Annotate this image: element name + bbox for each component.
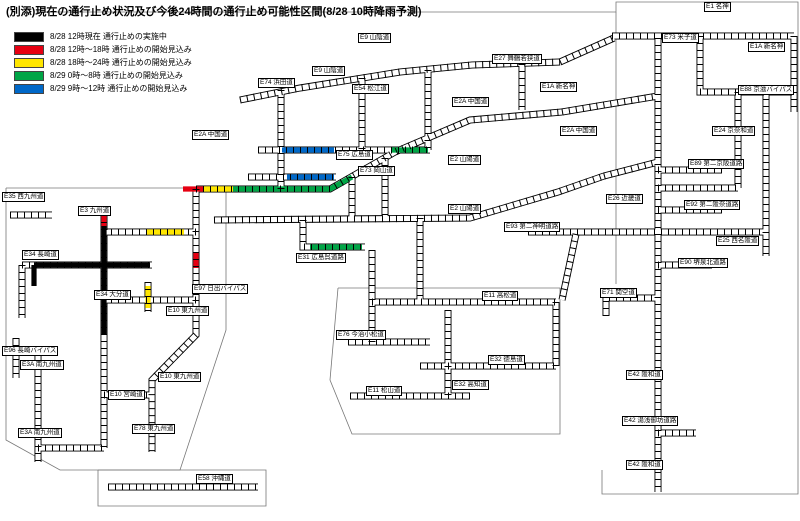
legend-row: 8/28 18時～24時 通行止めの開始見込み	[14, 56, 192, 69]
legend-swatch-blue	[14, 83, 44, 94]
route-outline-kanku-do	[602, 294, 658, 316]
legend-row: 8/29 0時～8時 通行止めの開始見込み	[14, 69, 192, 82]
page-title: (別添)現在の通行止め状況及び今後24時間の通行止め可能性区間(8/28 10時…	[6, 6, 422, 18]
route-fill-chugoku-kansai	[561, 93, 659, 115]
route-ticks-awaji-link	[558, 233, 580, 301]
closure-legend: 8/28 12時現在 通行止めの実施中 8/28 12時～18時 通行止めの開始見…	[14, 30, 192, 95]
legend-label: 8/29 0時～8時 通行止めの開始見込み	[50, 71, 183, 80]
route-fill-higashikyushu-s	[149, 300, 199, 452]
legend-label: 8/29 9時～12時 通行止めの開始見込み	[50, 84, 188, 93]
route-fill-awaji-link	[559, 233, 579, 301]
legend-row: 8/29 9時～12時 通行止めの開始見込み	[14, 82, 192, 95]
route-ticks-kure-doro	[299, 220, 365, 251]
route-fill-sanin-do	[239, 59, 561, 103]
route-fill-kure-doro	[300, 220, 365, 250]
legend-label: 8/28 12時現在 通行止めの実施中	[50, 32, 167, 41]
legend-row: 8/28 12時現在 通行止めの実施中	[14, 30, 192, 43]
route-outline-sanin-do	[239, 58, 561, 104]
region-boundary	[97, 469, 267, 507]
route-ticks-keiji-bypass	[696, 36, 794, 96]
region-boundary	[329, 287, 561, 435]
legend-swatch-red	[14, 44, 44, 55]
route-ticks-higashikyushu-s	[148, 300, 200, 452]
legend-swatch-black	[14, 31, 44, 42]
legend-swatch-green	[14, 70, 44, 81]
route-fill-keiji-bypass	[697, 36, 794, 95]
route-fill-sanyo-kansai	[603, 159, 659, 179]
route-ticks-sanin-do	[239, 58, 561, 104]
legend-label: 8/28 18時～24時 通行止めの開始見込み	[50, 58, 192, 67]
route-ticks-sanin-kansai	[558, 34, 616, 66]
route-ticks-sanyo-do	[213, 172, 606, 224]
route-fill-sanyo-do	[213, 173, 605, 223]
legend-label: 8/28 12時～18時 通行止めの開始見込み	[50, 45, 192, 54]
legend-row: 8/28 12時～18時 通行止めの開始見込み	[14, 43, 192, 56]
route-outline-keiji-bypass	[696, 36, 794, 96]
legend-swatch-yellow	[14, 57, 44, 68]
route-fill-sanin-kansai	[558, 35, 616, 65]
route-outline-kure-doro	[299, 220, 365, 251]
